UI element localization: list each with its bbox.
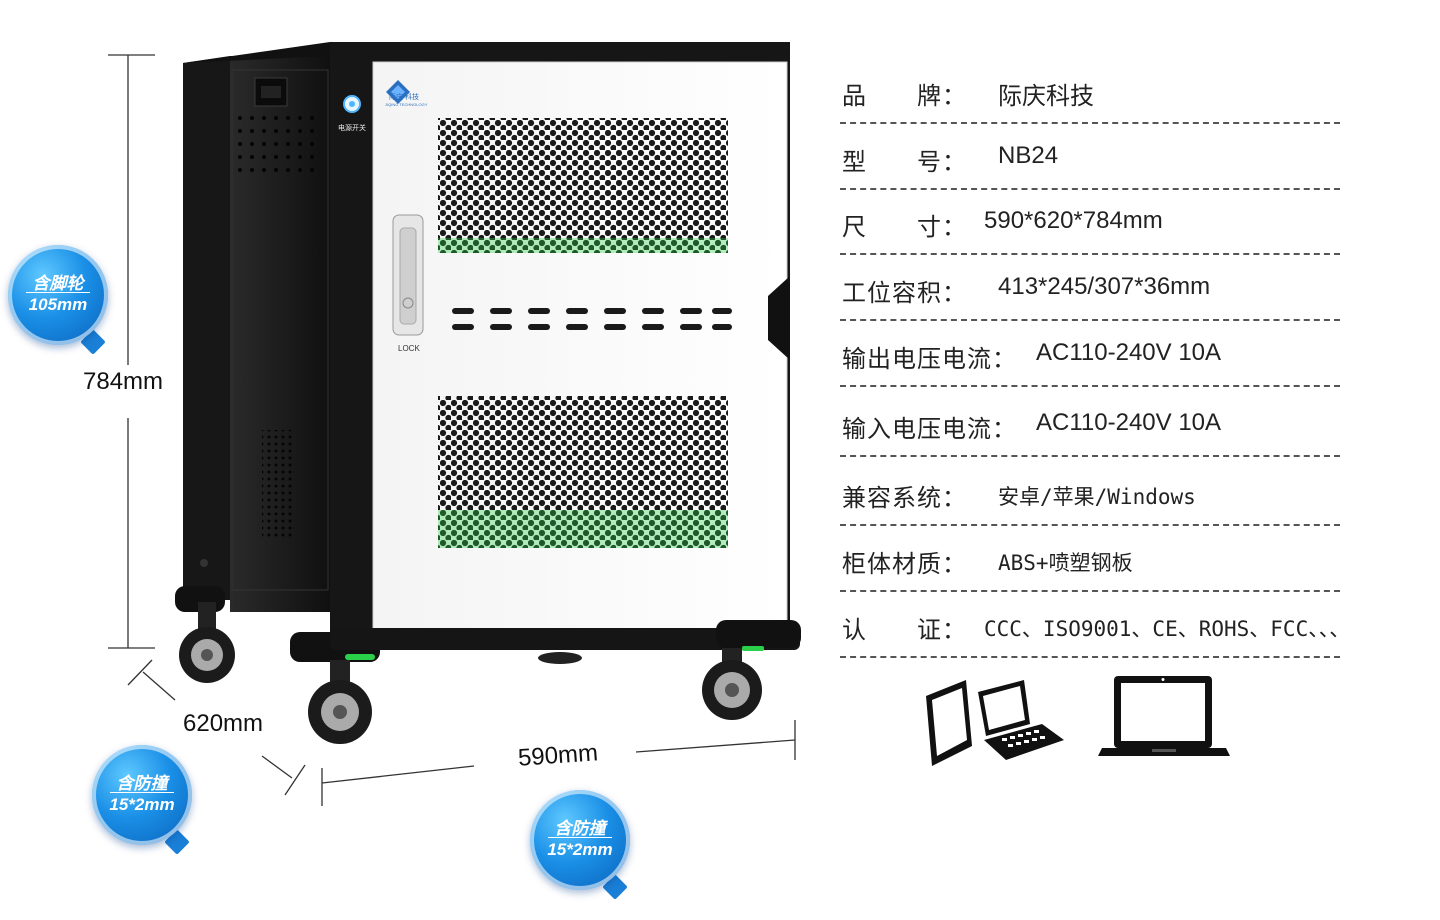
spec-value: 安卓/苹果/Windows (998, 485, 1196, 509)
spec-value: ABS+喷塑钢板 (998, 551, 1133, 575)
spec-value: NB24 (998, 142, 1059, 169)
spec-row-model: 型 号： NB24 (840, 128, 1340, 190)
bumper-badge-left-value: 15*2mm (109, 795, 175, 814)
spec-value: 590*620*784mm (984, 207, 1163, 234)
spec-row-certification: 认 证： CCC、ISO9001、CE、ROHS、FCC、、、 (840, 596, 1350, 658)
spec-divider (840, 122, 1340, 124)
spec-row-material: 柜体材质： ABS+喷塑钢板 (840, 530, 1340, 592)
caster-badge: 含脚轮 105mm (8, 245, 108, 345)
tablet-icon (926, 680, 972, 766)
spec-row-input: 输入电压电流： AC110-240V 10A (840, 395, 1340, 457)
spec-divider (840, 319, 1340, 321)
caster-badge-title: 含脚轮 (32, 274, 84, 293)
spec-row-size: 尺 寸： 590*620*784mm (840, 193, 1340, 255)
bumper-badge-bottom: 含防撞 15*2mm (530, 790, 630, 890)
spec-label: 品 牌： (842, 83, 967, 110)
bumper-badge-bottom-divider (548, 837, 612, 838)
bumper-badge-bottom-title: 含防撞 (554, 819, 606, 838)
spec-divider (840, 590, 1340, 592)
spec-divider (840, 656, 1340, 658)
caster-badge-divider (26, 292, 90, 293)
caster-badge-value: 105mm (28, 295, 88, 314)
spec-label: 工位容积： (842, 280, 967, 307)
spec-divider (840, 188, 1340, 190)
lock-label: LOCK (398, 344, 420, 353)
spec-value: 413*245/307*36mm (998, 273, 1211, 300)
cabinet-illustration (108, 42, 801, 806)
bumper-badge-left-divider (110, 792, 174, 793)
spec-row-brand: 品 牌： 际庆科技 (840, 62, 1340, 124)
logo-text: 际庆 科技 (389, 94, 419, 101)
spec-label: 尺 寸： (842, 214, 967, 241)
power-switch-label: 电源开关 (338, 125, 366, 132)
bumper-badge-left: 含防撞 15*2mm (92, 745, 192, 845)
spec-row-os: 兼容系统： 安卓/苹果/Windows (840, 464, 1340, 526)
logo-subtext: JIQING TECHNOLOGY (385, 102, 428, 107)
spec-label: 输出电压电流： (842, 346, 1017, 373)
spec-divider (840, 385, 1340, 387)
spec-value: AC110-240V 10A (1036, 339, 1222, 366)
height-dimension: 784mm (83, 368, 164, 395)
spec-label: 柜体材质： (842, 551, 967, 578)
spec-label: 兼容系统： (842, 485, 967, 512)
spec-label: 认 证： (842, 617, 967, 644)
bumper-badge-left-title: 含防撞 (116, 774, 168, 793)
spec-value: 际庆科技 (998, 83, 1094, 110)
bumper-badge-bottom-value: 15*2mm (547, 840, 613, 859)
spec-divider (840, 455, 1340, 457)
spec-row-output: 输出电压电流： AC110-240V 10A (840, 325, 1340, 387)
spec-divider (840, 524, 1340, 526)
spec-value: CCC、ISO9001、CE、ROHS、FCC、、、 (984, 617, 1351, 641)
spec-label: 输入电压电流： (842, 416, 1017, 443)
spec-label: 型 号： (842, 149, 967, 176)
spec-divider (840, 253, 1340, 255)
spec-value: AC110-240V 10A (1036, 409, 1222, 436)
laptop-icon (1098, 676, 1230, 756)
width-dimension: 590mm (517, 739, 599, 772)
spec-row-slot-volume: 工位容积： 413*245/307*36mm (840, 259, 1340, 321)
depth-dimension: 620mm (183, 710, 264, 737)
keyboard-tablet-icon (978, 680, 1064, 760)
